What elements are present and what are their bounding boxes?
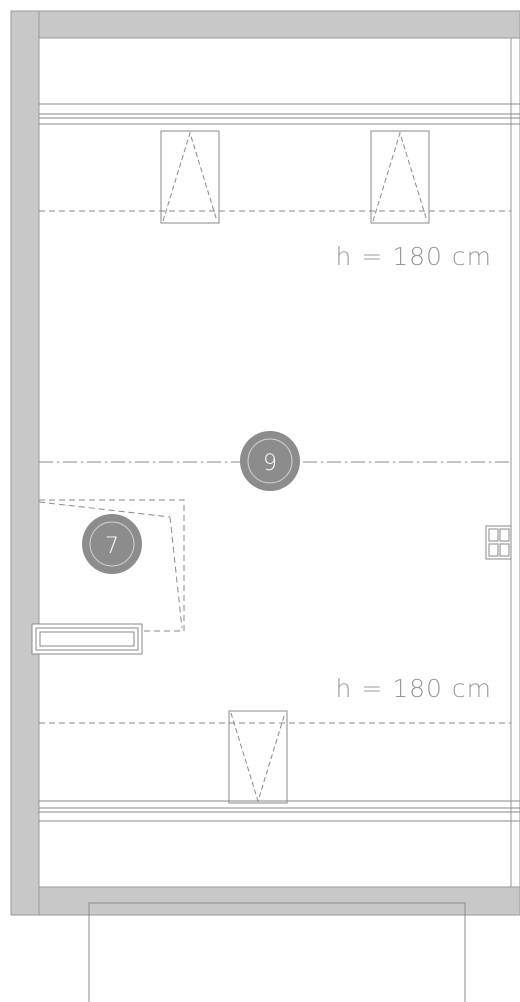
skylight-upper-left [160,130,220,224]
room-marker-7: 7 [82,514,142,574]
radiator [31,623,143,655]
height-label-upper: h = 180 cm [336,242,492,271]
outlet-box [485,525,512,560]
upper-beam [39,103,520,125]
wall-top [38,10,520,39]
skylight-lower [228,710,288,804]
wall-bottom [38,886,520,916]
lower-beam [39,800,520,822]
skylight-upper-right [370,130,430,224]
room-marker-9: 9 [240,431,300,491]
room-marker-7-label: 7 [105,534,119,559]
stair-opening [38,499,185,632]
height-label-lower: h = 180 cm [336,674,492,703]
lower-extension [88,902,466,1002]
room-marker-9-label: 9 [263,451,277,476]
outer-walls [10,10,520,916]
wall-right [510,37,520,888]
wall-left [10,10,40,916]
